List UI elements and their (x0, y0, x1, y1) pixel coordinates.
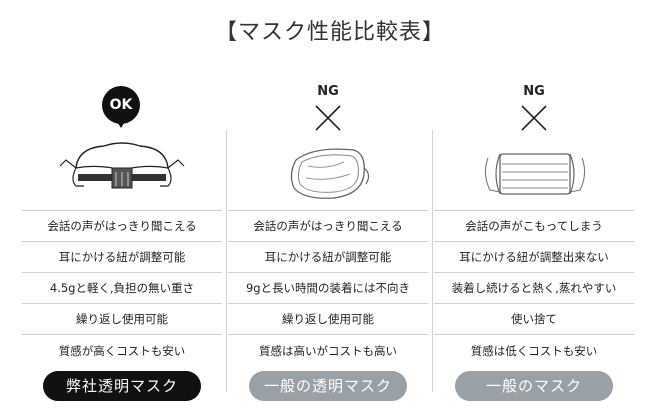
feature-row: 質感は低くコストも安い (470, 344, 598, 358)
column-icon-area: NG (228, 84, 428, 210)
feature-row: 耳にかける紐が調整可能 (228, 242, 428, 273)
column-divider (432, 130, 433, 392)
feature-list: 会話の声がはっきり聞こえる 耳にかける紐が調整可能 9gと長い時間の装着には不向… (228, 210, 428, 367)
feature-row: 会話の声がはっきり聞こえる (228, 211, 428, 242)
column-generic-mask: NG 会話の声がこもってしまう 耳にかける紐が調整出来ない 装着し続けると熱く,… (434, 84, 634, 401)
feature-row: 使い捨て (434, 304, 634, 335)
cross-icon (315, 105, 341, 131)
feature-row: 9gと長い時間の装着には不向き (228, 273, 428, 304)
product-label-pill: 弊社透明マスク (43, 371, 201, 401)
feature-row: 繰り返し使用可能 (22, 304, 222, 335)
clear-face-shield-mask-icon (290, 148, 370, 199)
feature-row: 会話の声がはっきり聞こえる (22, 211, 222, 242)
ng-label: NG (523, 84, 545, 99)
feature-row: 装着し続けると熱く,蒸れやすい (434, 273, 634, 304)
feature-row: 繰り返し使用可能 (228, 304, 428, 335)
product-label-pill: 一般のマスク (455, 371, 613, 401)
product-label-pill: 一般の透明マスク (249, 371, 407, 401)
feature-row: 4.5gと軽く,負担の無い重さ (22, 273, 222, 304)
feature-row: 質感が高くコストも安い (58, 344, 186, 358)
feature-row: 耳にかける紐が調整出来ない (434, 242, 634, 273)
feature-list: 会話の声がはっきり聞こえる 耳にかける紐が調整可能 4.5gと軽く,負担の無い重… (22, 210, 222, 367)
column-icon-area: OK (22, 84, 222, 210)
feature-row: 耳にかける紐が調整可能 (22, 242, 222, 273)
ng-label: NG (317, 84, 339, 99)
cross-icon (521, 105, 547, 131)
transparent-mask-ok-icon (59, 142, 185, 189)
column-icon-area: NG (434, 84, 634, 210)
column-generic-transparent-mask: NG 会話の声がはっきり聞こえる 耳にかける紐が調整可能 9gと長い時間の装着に… (228, 84, 428, 401)
surgical-mask-icon (484, 153, 586, 195)
feature-row: 会話の声がこもってしまう (434, 211, 634, 242)
feature-row: 質感は高いがコストも高い (259, 344, 397, 358)
feature-list: 会話の声がこもってしまう 耳にかける紐が調整出来ない 装着し続けると熱く,蒸れや… (434, 210, 634, 367)
column-our-mask: OK 会話の声がはっきり聞こえる 耳にかける紐が調整可能 4.5gと軽く,負担の… (22, 84, 222, 401)
page-title: 【マスク性能比較表】 (214, 20, 445, 45)
ok-badge: OK (102, 86, 140, 128)
column-divider (226, 130, 227, 392)
